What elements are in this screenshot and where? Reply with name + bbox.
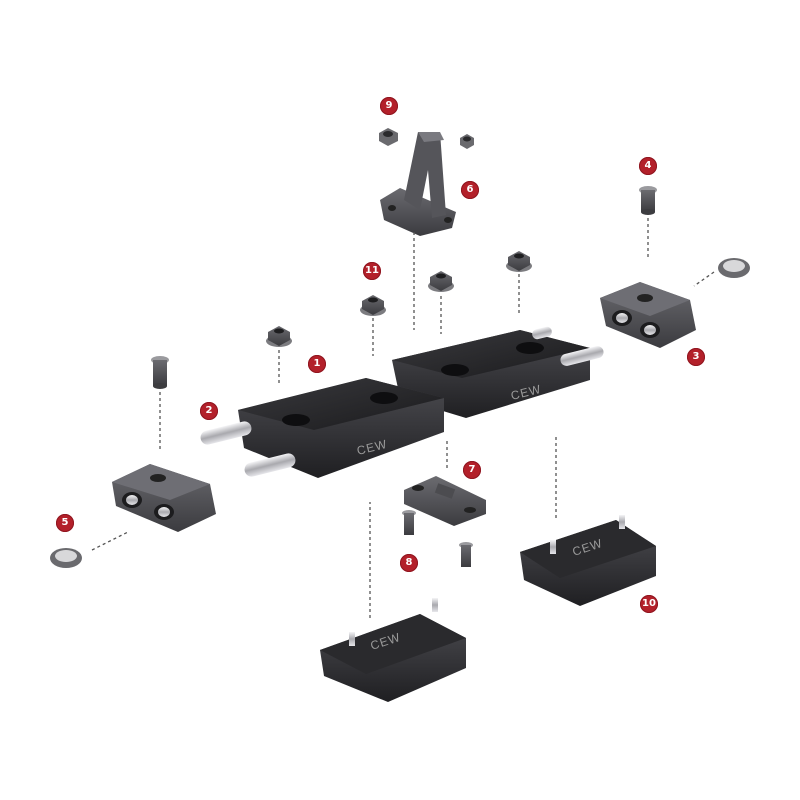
spacer-ring-right — [718, 258, 750, 278]
screw-part-8a — [402, 510, 416, 535]
clamp-block-part-3 — [600, 282, 696, 348]
callout-10: 10 — [640, 595, 658, 613]
nut-part-9a — [379, 128, 398, 146]
callout-6: 6 — [461, 181, 479, 199]
flange-nut-a — [266, 326, 292, 347]
screw-part-8b — [459, 542, 473, 567]
nut-part-9b — [460, 134, 474, 149]
callout-1: 1 — [308, 355, 326, 373]
callout-11: 11 — [363, 262, 381, 280]
callout-9: 9 — [380, 97, 398, 115]
flange-nut-b — [360, 295, 386, 316]
flange-nut-c — [428, 271, 454, 292]
pins-part-2 — [200, 326, 604, 477]
base-plate-part-10-right: CEW — [520, 515, 656, 606]
bracket-part-6 — [380, 132, 456, 236]
assembly-leader-lines — [91, 218, 715, 618]
insert-part-4 — [639, 186, 657, 215]
callout-2: 2 — [200, 402, 218, 420]
spacer-ring-left — [50, 548, 82, 568]
callout-3: 3 — [687, 348, 705, 366]
callout-5: 5 — [56, 514, 74, 532]
bracket-part-7 — [404, 476, 486, 526]
clamp-block-part-5 — [112, 464, 216, 532]
callout-7: 7 — [463, 461, 481, 479]
callout-8: 8 — [400, 554, 418, 572]
callout-4: 4 — [639, 157, 657, 175]
housing-part-1: CEW CEW — [238, 330, 590, 478]
flange-nut-d — [506, 251, 532, 272]
base-plate-part-10-left: CEW — [320, 598, 466, 702]
insert-left — [151, 356, 169, 389]
